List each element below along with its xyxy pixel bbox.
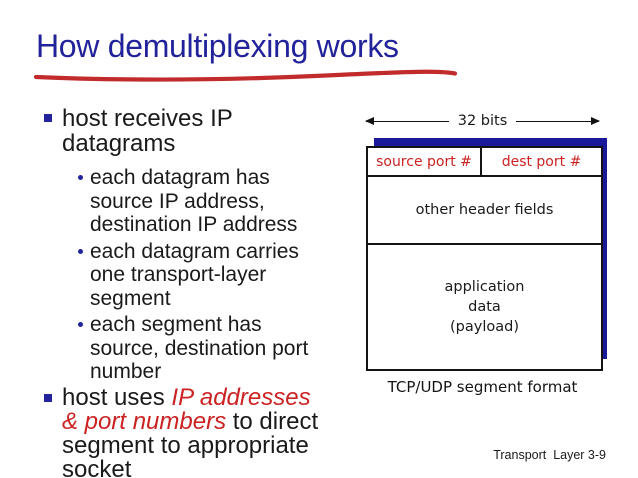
page-title: How demultiplexing works: [36, 28, 399, 64]
sub-bullet-item: each datagram has source IP address, des…: [30, 166, 375, 237]
bullet-line: & port numbers to direct: [62, 407, 319, 435]
payload-section: application data (payload): [368, 245, 601, 369]
sub-bullet-text: each datagram carries one transport-laye…: [90, 240, 299, 311]
sub-bullet-line: number: [90, 360, 162, 383]
emphasis-text: & port numbers: [62, 407, 227, 435]
right-arrow-icon: [516, 116, 600, 127]
bullet-line: datagrams: [62, 130, 176, 157]
sub-bullet-line: each datagram has: [90, 166, 270, 189]
bullet-text: host receives IP datagrams: [62, 106, 233, 156]
segment-format-diagram: 32 bits source port # dest port # other …: [350, 100, 638, 410]
bits-width-indicator: 32 bits: [365, 112, 600, 130]
bullet-line: host uses IP addresses: [62, 383, 318, 411]
bits-label: 32 bits: [457, 113, 508, 129]
bullet-dot-icon: [78, 248, 83, 254]
sub-bullet-line: each segment has: [90, 313, 262, 336]
other-header-section: other header fields: [368, 177, 601, 245]
payload-line: application: [444, 279, 525, 295]
bullet-item-host-uses: host uses IP addresses & port numbers to…: [30, 383, 375, 478]
bullet-line: host receives IP: [62, 105, 233, 132]
sub-bullet-item: each datagram carries one transport-laye…: [30, 240, 375, 311]
left-arrow-icon: [365, 116, 449, 127]
segment-caption: TCP/UDP segment format: [387, 378, 578, 396]
sub-bullet-line: source IP address,: [90, 189, 265, 213]
bullet-dot-icon: [78, 175, 83, 180]
bullet-square-icon: [44, 393, 52, 402]
sub-bullet-line: each datagram carries: [90, 239, 299, 263]
sub-bullet-line: destination IP address: [90, 213, 298, 236]
bullet-line: socket: [62, 455, 132, 478]
source-port-cell: source port #: [368, 148, 482, 175]
text-segment: to direct: [226, 407, 319, 435]
sub-bullet-line: source, destination port: [90, 336, 309, 360]
sub-bullet-text: each segment has source, destination por…: [90, 313, 308, 384]
segment-format-box: source port # dest port # other header f…: [366, 146, 603, 371]
bullet-line: segment to appropriate: [62, 431, 309, 459]
payload-line: (payload): [450, 319, 519, 335]
bullet-square-icon: [44, 114, 52, 122]
port-row: source port # dest port #: [368, 148, 601, 177]
bullet-dot-icon: [78, 322, 83, 327]
sub-bullet-list: each datagram has source IP address, des…: [30, 166, 375, 384]
sub-bullet-line: segment: [90, 286, 171, 310]
sub-bullet-item: each segment has source, destination por…: [30, 313, 375, 384]
payload-line: data: [468, 299, 501, 315]
dest-port-cell: dest port #: [501, 153, 582, 170]
title-underline-icon: [33, 69, 458, 82]
sub-bullet-line: one transport-layer: [90, 263, 267, 286]
sub-bullet-text: each datagram has source IP address, des…: [90, 166, 297, 237]
page-number: Transport Layer 3-9: [493, 448, 606, 462]
bullet-text: host uses IP addresses & port numbers to…: [62, 383, 319, 478]
bullet-item-host-receives: host receives IP datagrams: [30, 106, 375, 156]
emphasis-text: IP addresses: [171, 383, 311, 411]
text-segment: host uses: [62, 383, 172, 411]
bullet-list: host receives IP datagrams each datagram…: [30, 106, 375, 478]
